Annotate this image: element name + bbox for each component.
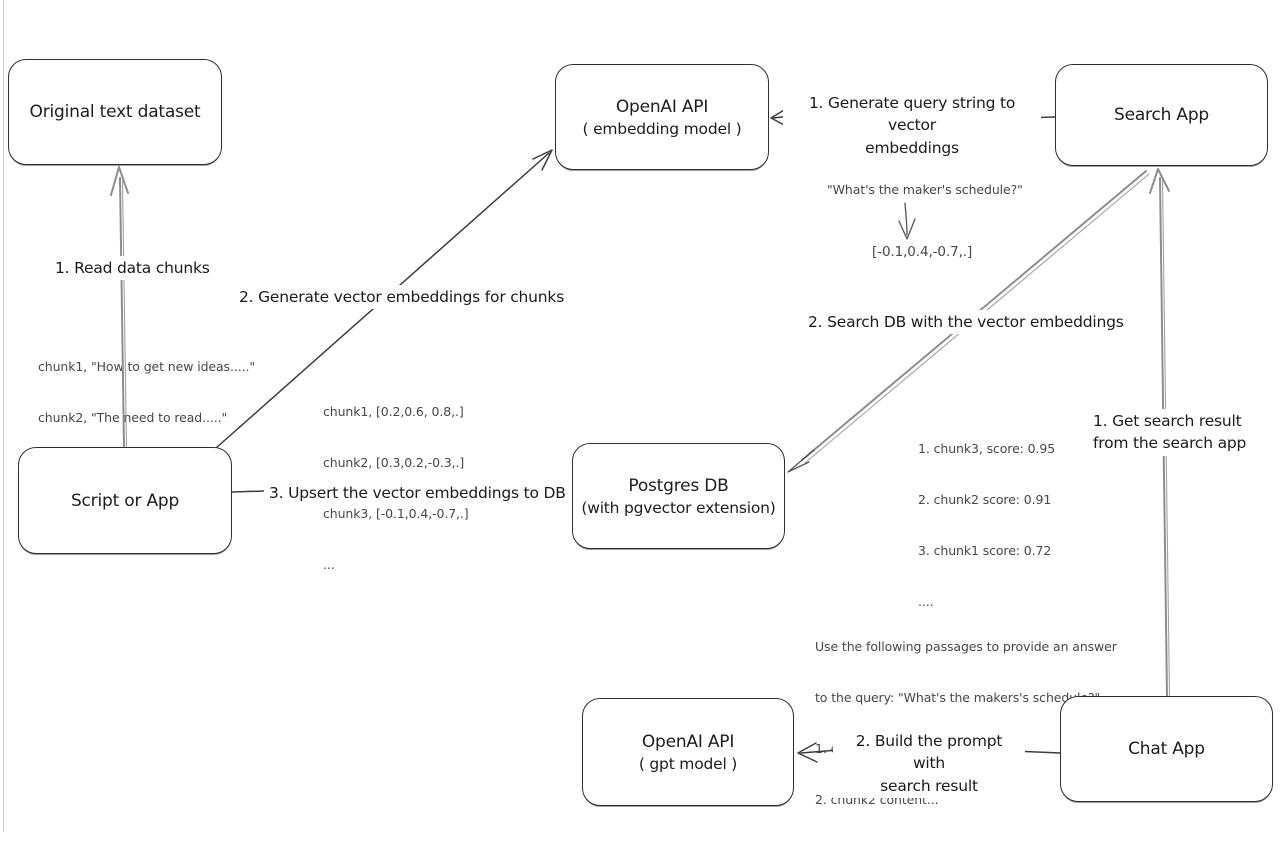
arrow-read-chunks-head [110,166,129,196]
edge-label-build-prompt: 2. Build the prompt with search result [833,729,1025,799]
node-openai-api-gpt: OpenAI API ( gpt model ) [582,698,794,806]
annotation-line: 1. chunk3, score: 0.95 [918,441,1056,456]
arrow-get-search-result-head [1149,168,1170,194]
arrow-query-to-vector-line [904,202,908,236]
annotation-line: chunk2, [0.3,0.2,-0.3,.] [323,455,465,470]
arrow-search-db-head [787,449,815,473]
node-label: OpenAI API [641,731,735,752]
edge-label-read-data-chunks: 1. Read data chunks [50,256,215,281]
edge-label-generate-embeddings: 2. Generate vector embeddings for chunks [234,285,570,310]
annotation-line: 3. chunk1 score: 0.72 [918,543,1052,558]
annotation-line: chunk1, "How to get new ideas....." [38,359,255,374]
node-chat-app: Chat App [1060,696,1273,802]
annotation-line: chunk3, [-0.1,0.4,-0.7,.] [323,506,469,521]
annotation-query-string: "What's the maker's schedule?" [827,182,1023,197]
edge-label-generate-query: 1. Generate query string to vector embed… [783,91,1041,161]
edge-label-search-db: 2. Search DB with the vector embeddings [803,310,1129,335]
node-label: Postgres DB [628,475,729,496]
node-label: Script or App [70,490,180,511]
node-openai-api-embedding: OpenAI API ( embedding model ) [555,64,769,170]
node-original-text-dataset: Original text dataset [8,59,222,165]
annotation-line: chunk2, "The need to read....." [38,410,228,425]
annotation-line: chunk1, [0.2,0.6, 0.8,.] [323,404,464,419]
node-script-or-app: Script or App [18,447,232,554]
node-postgres-db: Postgres DB (with pgvector extension) [572,443,785,549]
node-label: Chat App [1128,739,1205,759]
node-sublabel: (with pgvector extension) [581,498,776,517]
annotation-query-vector: [-0.1,0.4,-0.7,.] [872,244,973,260]
edge-label-upsert-to-db: 3. Upsert the vector embeddings to DB [264,481,571,506]
arrow-query-to-vector-head [898,218,916,240]
annotation-line: .... [918,594,934,609]
arrow-generate-embeddings-head [532,149,553,171]
node-label: Original text dataset [29,102,201,122]
node-label: Search App [1113,105,1210,125]
node-sublabel: ( embedding model ) [582,119,742,138]
node-sublabel: ( gpt model ) [638,754,738,773]
edge-label-get-search-result: 1. Get search result from the search app [1088,409,1252,456]
annotation-line: Use the following passages to provide an… [815,639,1117,654]
annotation-line: to the query: "What's the makers's sched… [815,690,1101,705]
annotation-line: ... [323,557,335,572]
node-label: OpenAI API [615,96,709,117]
node-search-app: Search App [1055,64,1268,166]
annotation-line: 2. chunk2 score: 0.91 [918,492,1052,507]
page-left-border [3,0,4,832]
